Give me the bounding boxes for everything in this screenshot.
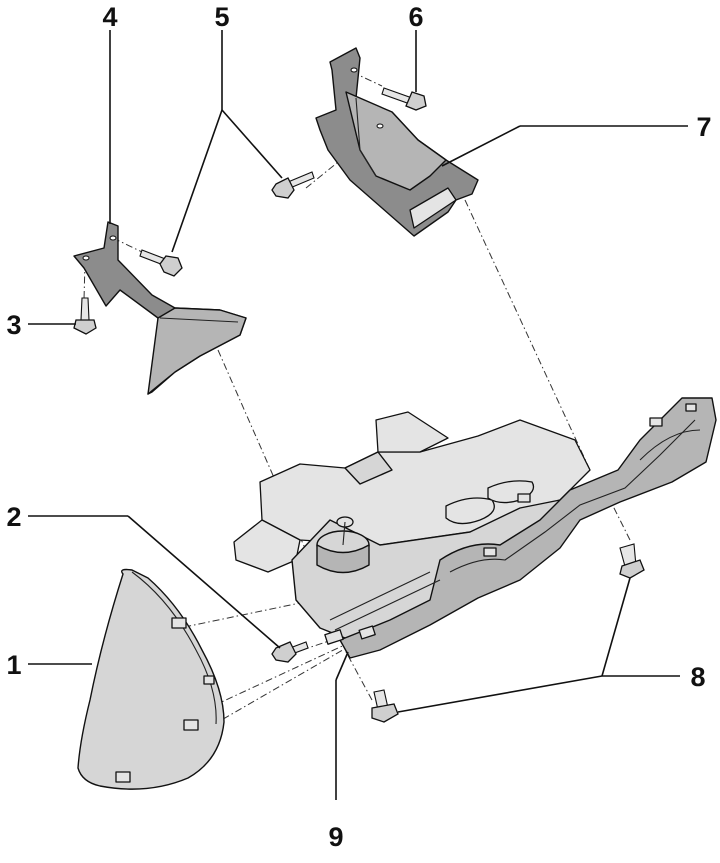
leader-lines xyxy=(28,30,688,800)
callout-1: 1 xyxy=(6,650,21,680)
callout-5: 5 xyxy=(214,2,229,32)
callout-labels: 4 5 6 7 3 2 1 8 9 xyxy=(6,2,711,852)
screw-8-upper xyxy=(619,543,645,579)
lower-trim-panel xyxy=(233,397,717,659)
screw-5-lower xyxy=(139,249,183,277)
right-bracket xyxy=(315,47,479,237)
callout-9: 9 xyxy=(328,822,343,852)
callout-8: 8 xyxy=(690,662,705,692)
screw-6 xyxy=(381,87,427,111)
screw-2 xyxy=(271,641,309,663)
screw-8-lower xyxy=(371,689,399,723)
left-bracket xyxy=(73,221,247,395)
callout-6: 6 xyxy=(408,2,423,32)
screw-5-upper xyxy=(271,171,315,199)
callout-7: 7 xyxy=(696,112,711,142)
side-cover xyxy=(77,568,225,790)
screw-3 xyxy=(73,297,97,335)
callout-2: 2 xyxy=(6,502,21,532)
callout-3: 3 xyxy=(6,310,21,340)
callout-4: 4 xyxy=(102,2,117,32)
